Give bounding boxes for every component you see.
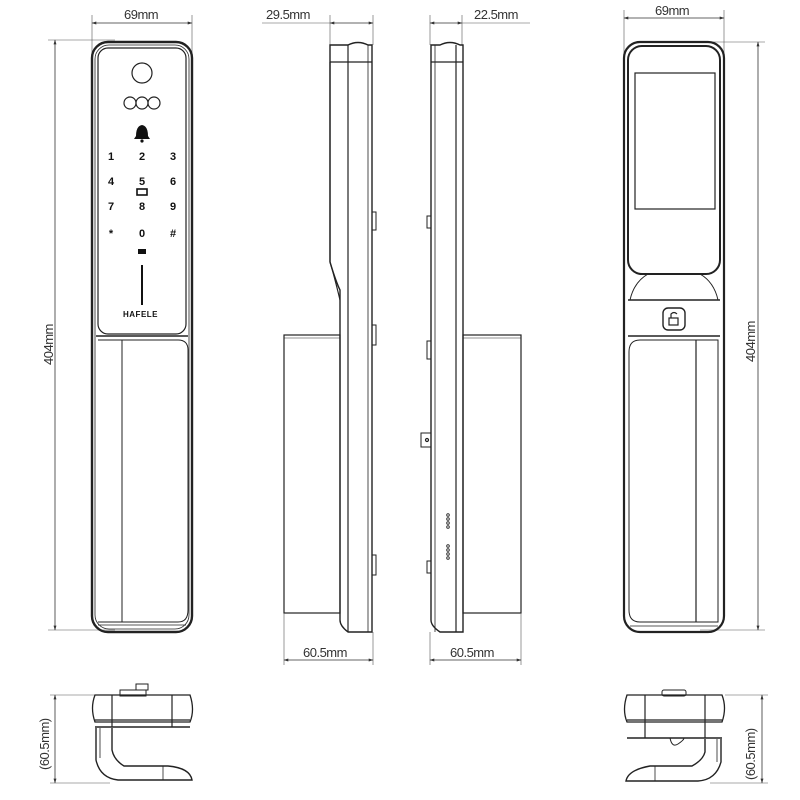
left-side-bottom-depth-label: 60.5mm bbox=[303, 645, 347, 660]
key-1[interactable]: 1 bbox=[107, 151, 115, 163]
side-view-right bbox=[420, 15, 530, 665]
bottom-right-height-label: (60.5mm) bbox=[743, 728, 758, 780]
brand-logo: HAFELE bbox=[123, 310, 158, 319]
doorbell-icon bbox=[134, 125, 150, 139]
right-side-depth-label: 22.5mm bbox=[474, 7, 518, 22]
bottom-left-height-label: (60.5mm) bbox=[37, 718, 52, 770]
key-5[interactable]: 5 bbox=[138, 176, 146, 188]
key-0[interactable]: 0 bbox=[138, 228, 146, 240]
back-width-label: 69mm bbox=[655, 3, 690, 18]
front-view bbox=[48, 15, 194, 634]
bottom-view-right bbox=[623, 689, 768, 784]
camera-lens-icon bbox=[131, 62, 153, 84]
left-side-depth-label: 29.5mm bbox=[266, 7, 310, 22]
front-width-label: 69mm bbox=[124, 7, 159, 22]
key-4[interactable]: 4 bbox=[107, 176, 115, 188]
key-7[interactable]: 7 bbox=[107, 201, 115, 213]
right-side-bottom-depth-label: 60.5mm bbox=[450, 645, 494, 660]
unlock-button-icon bbox=[662, 307, 686, 331]
card-reader-icon bbox=[136, 188, 148, 196]
key-6[interactable]: 6 bbox=[169, 176, 177, 188]
key-hash[interactable]: # bbox=[169, 228, 177, 240]
side-view-left bbox=[262, 15, 377, 665]
front-height-label: 404mm bbox=[41, 324, 56, 365]
bottom-view-left bbox=[50, 683, 194, 784]
key-2[interactable]: 2 bbox=[138, 151, 146, 163]
key-8[interactable]: 8 bbox=[138, 201, 146, 213]
back-height-label: 404mm bbox=[743, 321, 758, 362]
key-9[interactable]: 9 bbox=[169, 201, 177, 213]
key-star[interactable]: * bbox=[108, 228, 114, 240]
back-view bbox=[622, 10, 765, 634]
fingerprint-sensor-icon bbox=[141, 265, 143, 305]
key-3[interactable]: 3 bbox=[169, 151, 177, 163]
screen-display bbox=[634, 72, 716, 210]
